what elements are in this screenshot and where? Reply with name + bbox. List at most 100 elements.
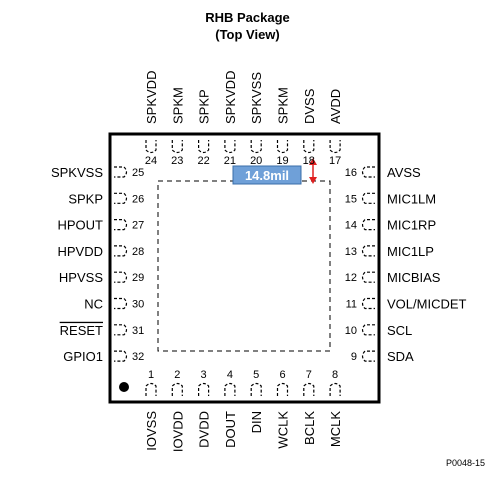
pin-label: MIC1LM: [387, 191, 436, 206]
pin-number: 18: [303, 155, 315, 167]
pin-label: SPKP: [68, 191, 103, 206]
package-title: RHB Package: [205, 10, 290, 25]
pin-pad: [361, 219, 375, 231]
pin-pad: [361, 166, 375, 178]
package-subtitle: (Top View): [215, 27, 280, 42]
pin-label: SDA: [387, 349, 414, 364]
pin-label: SPKP: [197, 89, 212, 124]
pin-label: MIC1RP: [387, 218, 436, 233]
pin-label: MCLK: [328, 411, 343, 447]
pin-number: 25: [132, 167, 144, 179]
pin-label: GPIO1: [63, 349, 103, 364]
pin-label: MICBIAS: [387, 270, 441, 285]
pin-number: 16: [345, 167, 357, 179]
dimension-arrow-down-head: [309, 177, 317, 184]
pin-number: 28: [132, 246, 144, 258]
document-id: P0048-15: [445, 458, 485, 468]
pin-label: SPKVDD: [223, 71, 238, 124]
pin-number: 1: [148, 369, 154, 381]
pin-number: 3: [201, 369, 207, 381]
pin-number: 27: [132, 220, 144, 232]
pin-number: 9: [351, 351, 357, 363]
pin-label: RESET: [60, 323, 103, 338]
pin-pad: [114, 350, 128, 362]
pin-number: 31: [132, 325, 144, 337]
pin-pad: [361, 324, 375, 336]
pin-number: 10: [345, 325, 357, 337]
pin-number: 30: [132, 299, 144, 311]
pin-number: 15: [345, 193, 357, 205]
pin-pad: [114, 166, 128, 178]
pin-number: 2: [174, 369, 180, 381]
pin-number: 22: [197, 155, 209, 167]
pin-pad: [114, 324, 128, 336]
pin-pad: [250, 140, 262, 154]
pin-pad: [145, 140, 157, 154]
pin-pad: [224, 140, 236, 154]
pin-pad: [329, 140, 341, 154]
pin-label: AVSS: [387, 165, 421, 180]
thermal-pad-outline: [157, 180, 331, 352]
pin-label: HPVSS: [59, 270, 103, 285]
pin-pad: [114, 271, 128, 283]
pin-pad: [276, 382, 289, 396]
pin-pad: [361, 192, 375, 204]
pin-pad: [361, 297, 375, 310]
pin-label: DVDD: [197, 411, 212, 448]
pin-number: 17: [329, 155, 341, 167]
pin-pad: [145, 382, 157, 396]
pin-label: HPOUT: [58, 218, 104, 233]
pin-number: 13: [345, 246, 357, 258]
pin-pad: [198, 140, 210, 154]
pin-label: VOL/MICDET: [387, 297, 467, 312]
pin-pad: [114, 245, 128, 257]
pin-label: SPKVSS: [249, 72, 264, 124]
pin-number: 21: [224, 155, 236, 167]
pin-pad: [171, 382, 183, 396]
pin-number: 32: [132, 351, 144, 363]
pin-pad: [303, 140, 315, 154]
pin-pad: [361, 350, 375, 362]
dimension-label: 14.8mil: [245, 168, 289, 183]
pin-pad: [303, 382, 315, 396]
pin-label: IOVSS: [144, 411, 159, 451]
pin-pad: [329, 382, 341, 396]
pin-pad: [224, 382, 236, 396]
pin1-indicator-dot: [119, 382, 129, 392]
pin-label: SPKVDD: [144, 71, 159, 124]
pin-number: 23: [171, 155, 183, 167]
pin-label: BCLK: [302, 411, 317, 445]
pin-pad: [171, 140, 183, 154]
pin-number: 7: [306, 369, 312, 381]
pin-label: SPKM: [276, 87, 291, 124]
pin-label: NC: [84, 297, 103, 312]
dimension-arrow-up-head: [309, 158, 317, 165]
pin-number: 29: [132, 272, 144, 284]
pin-label: HPVDD: [57, 244, 103, 259]
pin-label: MIC1LP: [387, 244, 434, 259]
pin-label: SPKM: [170, 87, 185, 124]
pin-number: 26: [132, 193, 144, 205]
pin-number: 24: [145, 155, 157, 167]
dimension-box: [232, 165, 302, 185]
pin-pad: [361, 245, 375, 257]
pin-number: 19: [276, 155, 288, 167]
pin-pad: [198, 382, 210, 396]
pin-number: 4: [227, 369, 233, 381]
pin-label: WCLK: [276, 411, 291, 449]
pin-label: DVSS: [302, 88, 317, 124]
package-outline: [108, 132, 381, 404]
pin-number: 5: [253, 369, 259, 381]
pin-label: SCL: [387, 323, 412, 338]
pin-pad: [114, 219, 128, 231]
pin-label: DIN: [249, 411, 264, 433]
pin-number: 20: [250, 155, 262, 167]
pin-number: 8: [332, 369, 338, 381]
pin-pad: [114, 297, 128, 310]
pin-label: SPKVSS: [51, 165, 103, 180]
pin-number: 14: [345, 220, 357, 232]
pin-pad: [276, 140, 289, 154]
pin-label: DOUT: [223, 411, 238, 448]
pin-pad: [250, 382, 262, 396]
